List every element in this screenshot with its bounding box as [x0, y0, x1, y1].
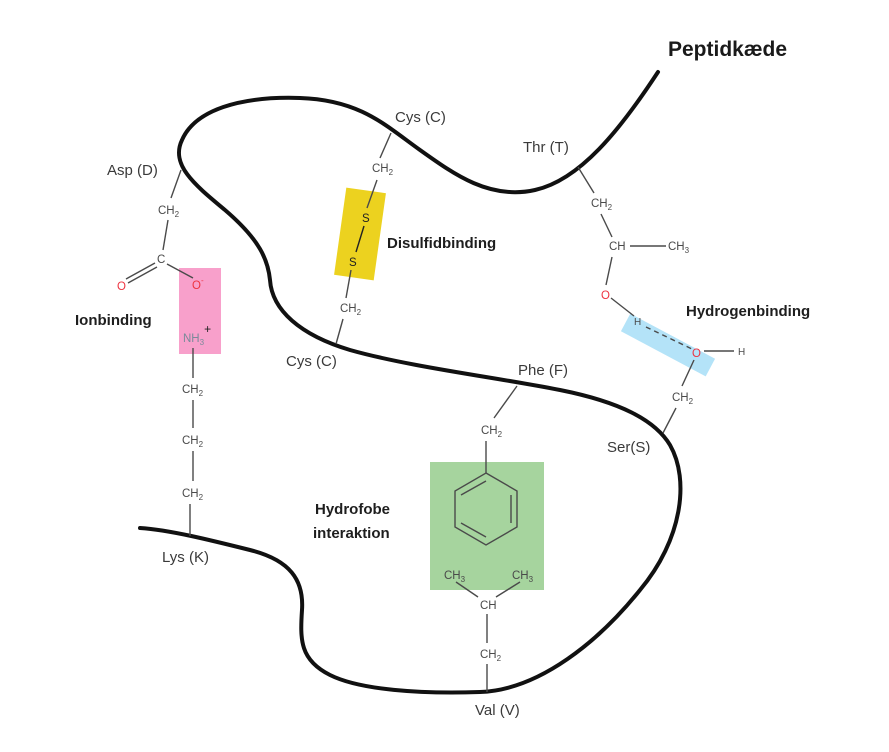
asp-oxygen-minus: O-	[192, 276, 204, 292]
asp-double-bond-a	[125, 262, 156, 280]
residue-label-phe: Phe (F)	[518, 362, 568, 379]
thr-oxygen: O	[601, 290, 610, 302]
hydrophobic-interaction-highlight	[430, 462, 544, 590]
val-ch3-right: CH3	[512, 570, 534, 584]
phe-bond-1	[493, 385, 518, 419]
asp-carbon: C	[157, 254, 165, 266]
residue-label-cys-top: Cys (C)	[395, 109, 446, 126]
asp-ch2: CH2	[158, 205, 180, 219]
val-bond-left	[455, 581, 479, 598]
disulfide-bond-highlight	[334, 187, 386, 281]
thr-ch3: CH3	[668, 241, 690, 255]
label-hydrophobic-line2: interaktion	[313, 525, 390, 542]
asp-double-bond-b	[127, 266, 158, 284]
thr-bond-3	[605, 256, 613, 286]
cys-bottom-bond-2	[345, 269, 352, 299]
val-ch3-left: CH3	[444, 570, 466, 584]
lys-ch2-2: CH2	[182, 435, 204, 449]
label-hydrogen-bond: Hydrogenbinding	[686, 303, 810, 320]
peptide-chain	[138, 70, 683, 695]
thr-hydrogen: H	[634, 317, 641, 328]
label-disulfide-bond: Disulfidbinding	[387, 235, 496, 252]
cys-bottom-bond-1	[335, 318, 344, 345]
ser-bond-1	[662, 407, 677, 434]
lys-ch2-1: CH2	[182, 384, 204, 398]
sulfur-2: S	[349, 257, 357, 269]
asp-bond-3	[166, 263, 194, 279]
label-hydrophobic-line1: Hydrofobe	[315, 501, 390, 518]
disulfide-bond	[355, 225, 365, 253]
residue-label-ser: Ser(S)	[607, 439, 650, 456]
thr-bond-2	[600, 213, 613, 238]
residue-label-lys: Lys (K)	[162, 549, 209, 566]
diagram-title: Peptidkæde	[668, 38, 787, 61]
asp-bond-2	[162, 219, 169, 251]
residue-label-asp: Asp (D)	[107, 162, 158, 179]
ser-oxygen: O	[692, 348, 701, 360]
asp-bond-1	[170, 169, 182, 199]
ser-bond-2	[681, 359, 695, 387]
residue-label-val: Val (V)	[475, 702, 520, 719]
thr-ch2: CH2	[591, 198, 613, 212]
phe-ch2: CH2	[481, 425, 503, 439]
benzene-ring	[454, 472, 518, 546]
ser-ch2: CH2	[672, 392, 694, 406]
val-bond-right	[495, 581, 521, 598]
hydrogen-bond-highlight	[620, 313, 716, 377]
val-ch2: CH2	[480, 649, 502, 663]
cys-top-ch2: CH2	[372, 163, 394, 177]
val-ch: CH	[480, 600, 497, 612]
thr-ch: CH	[609, 241, 626, 253]
asp-oxygen-double: O	[117, 281, 126, 293]
thr-bond-1	[577, 166, 595, 194]
ionic-bond-highlight	[179, 268, 221, 354]
lys-nh3-plus: NH3+	[183, 322, 211, 347]
label-ionic-bond: Ionbinding	[75, 312, 152, 329]
thr-oh-bond	[610, 297, 635, 317]
ser-hydrogen: H	[738, 347, 745, 358]
sulfur-1: S	[362, 213, 370, 225]
residue-label-cys-bottom: Cys (C)	[286, 353, 337, 370]
residue-label-thr: Thr (T)	[523, 139, 569, 156]
cys-top-bond-2	[366, 179, 378, 209]
cys-top-bond-1	[379, 132, 392, 159]
cys-bottom-ch2: CH2	[340, 303, 362, 317]
lys-ch2-3: CH2	[182, 488, 204, 502]
